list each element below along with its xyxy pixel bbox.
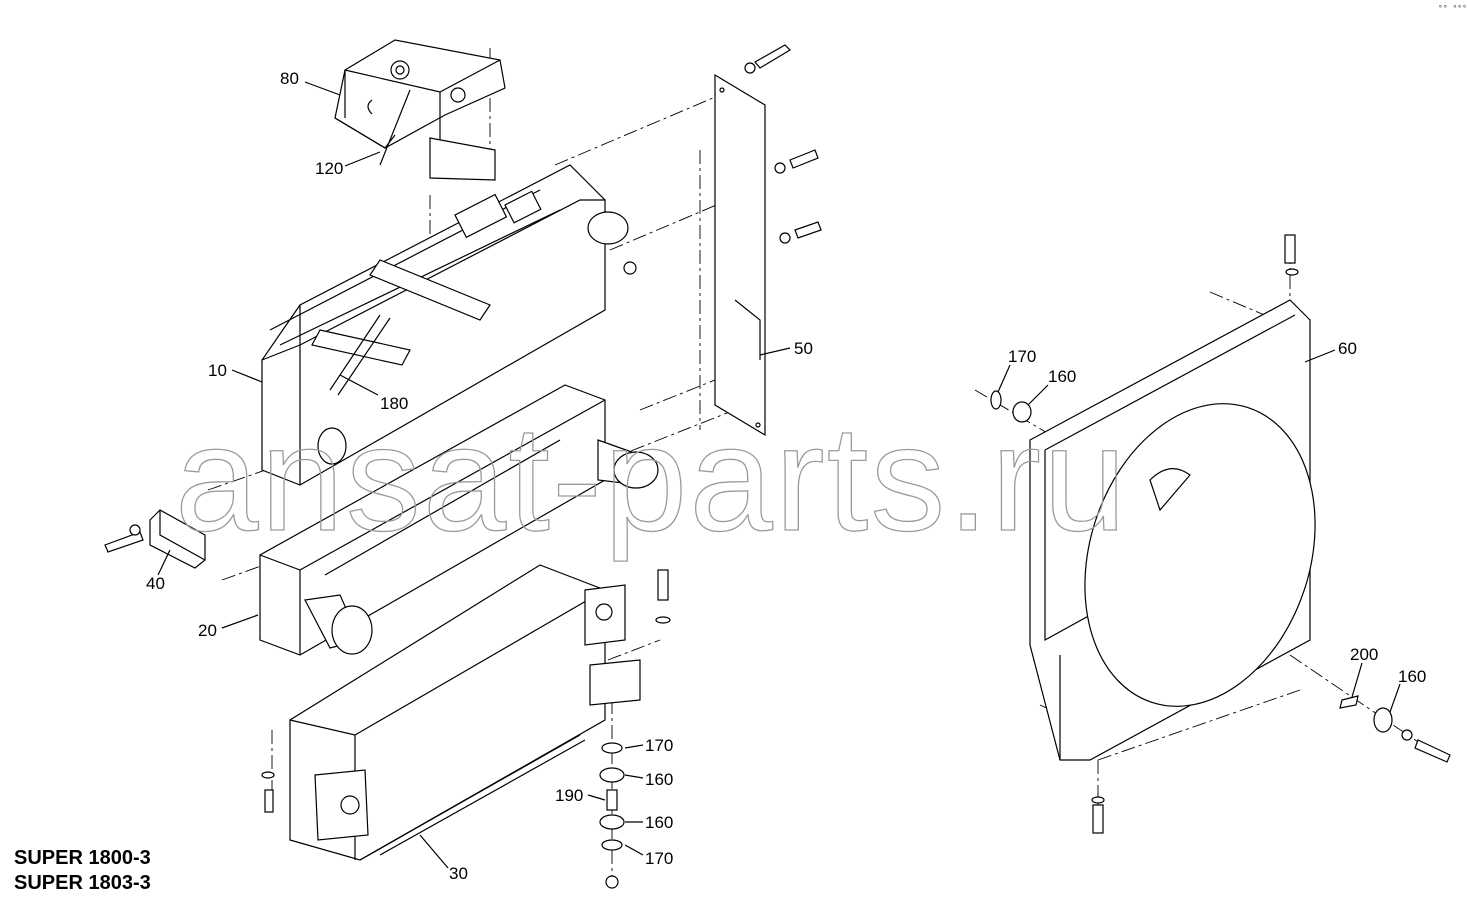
callout-160-a: 160 bbox=[645, 770, 673, 789]
upper-cooler-10 bbox=[261, 164, 629, 486]
lower-cooler-30 bbox=[289, 564, 641, 861]
callout-10: 10 bbox=[208, 361, 227, 380]
callout-120: 120 bbox=[315, 159, 343, 178]
callout-numbers: 80 120 10 180 50 40 20 30 170 160 190 16… bbox=[146, 69, 1426, 883]
middle-cooler-20 bbox=[259, 384, 659, 656]
watermark: ansat-parts.ru bbox=[175, 394, 1128, 562]
model-label-1: SUPER 1800-3 bbox=[14, 847, 151, 869]
callout-190: 190 bbox=[555, 786, 583, 805]
leader-lines bbox=[157, 81, 1401, 869]
callout-20: 20 bbox=[198, 621, 217, 640]
callout-200: 200 bbox=[1350, 645, 1378, 664]
callout-40: 40 bbox=[146, 574, 165, 593]
fasteners bbox=[104, 44, 1451, 889]
bracket-40 bbox=[149, 509, 206, 569]
callout-160-b: 160 bbox=[645, 813, 673, 832]
callout-50: 50 bbox=[794, 339, 813, 358]
side-plate-50 bbox=[714, 73, 766, 437]
callout-160-c: 160 bbox=[1048, 367, 1076, 386]
callout-60: 60 bbox=[1338, 339, 1357, 358]
callout-160-d: 160 bbox=[1398, 667, 1426, 686]
fan-shroud-60 bbox=[1029, 299, 1316, 761]
callout-170-a: 170 bbox=[645, 736, 673, 755]
callout-170-b: 170 bbox=[645, 849, 673, 868]
expansion-tank-80 bbox=[334, 39, 506, 181]
callout-170-c: 170 bbox=[1008, 347, 1036, 366]
corner-mark: °° °°° bbox=[1438, 4, 1467, 13]
model-label-2: SUPER 1803-3 bbox=[14, 872, 151, 894]
callout-180: 180 bbox=[380, 394, 408, 413]
callout-80: 80 bbox=[280, 69, 299, 88]
callout-30: 30 bbox=[449, 864, 468, 883]
